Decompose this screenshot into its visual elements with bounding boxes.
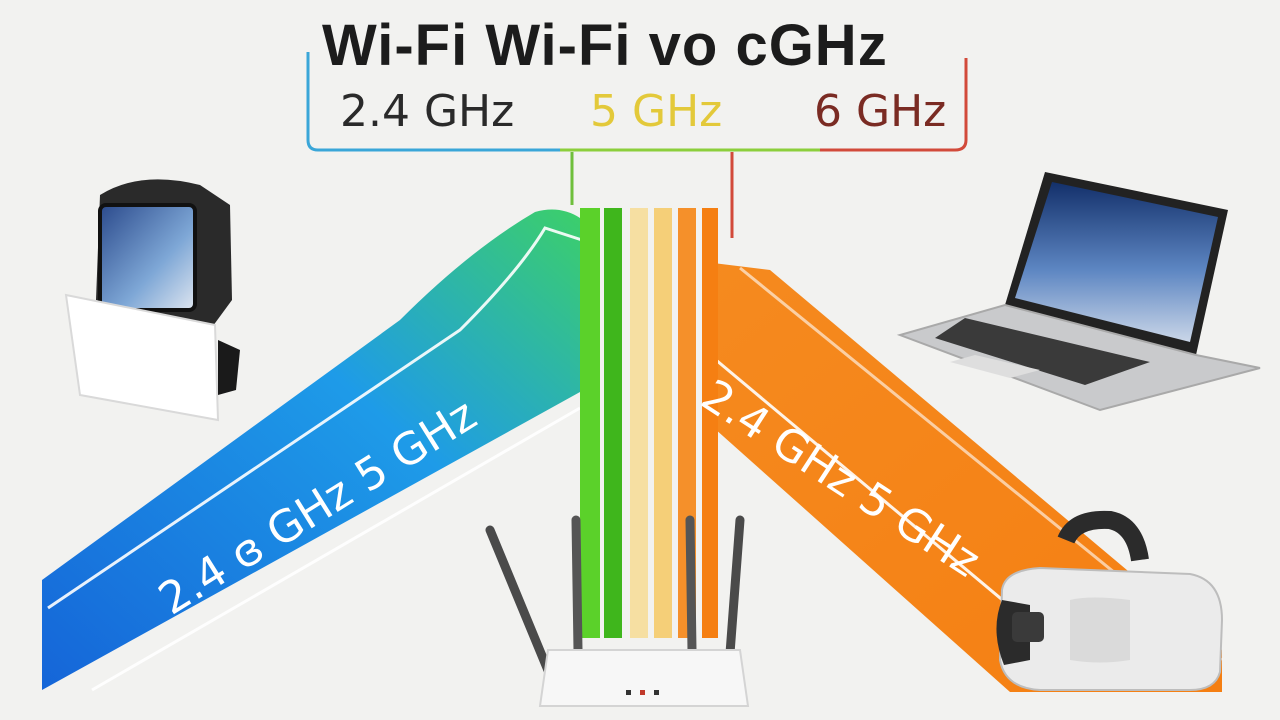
left-signal-beam: [42, 209, 580, 691]
tablet-icon: [64, 179, 240, 422]
band-label-2-4ghz: 2.4 GHz: [340, 86, 515, 137]
band-label-5ghz: 5 GHz: [590, 86, 723, 137]
orange-bar-2: [702, 208, 718, 638]
band-label-6ghz: 6 GHz: [814, 86, 947, 137]
yellow-bar-1: [630, 208, 648, 638]
left-beam-stripe-2: [91, 406, 581, 692]
router-icon: [485, 515, 750, 707]
green-bar-2: [604, 208, 622, 638]
laptop-icon: [896, 172, 1261, 412]
page-title: Wi-Fi Wi-Fi vo cGHz: [322, 13, 888, 78]
header-bracket-left: [306, 52, 560, 152]
green-bar-1: [580, 208, 600, 638]
header-bracket-right: [820, 58, 968, 152]
left-beam-stripe-1: [47, 226, 583, 610]
vr-headset-icon: [996, 510, 1224, 691]
yellow-bar-2: [654, 208, 672, 638]
